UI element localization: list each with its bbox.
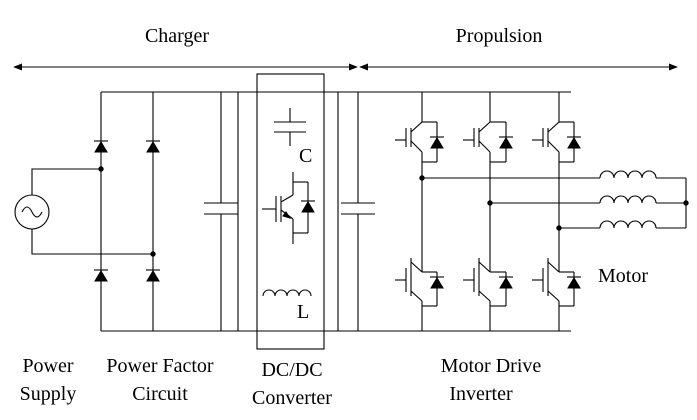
capacitor-symbol-label: C xyxy=(299,145,312,167)
power-factor-circuit-label-line1: Power Factor xyxy=(106,355,214,377)
charger-section-label: Charger xyxy=(145,25,209,47)
motor-label: Motor xyxy=(598,265,648,287)
dcdc-converter-block xyxy=(237,73,339,350)
motor-windings xyxy=(422,170,689,229)
dcdc-converter-label: DC/DC Converter xyxy=(252,359,332,409)
inverter-leg-b xyxy=(463,92,513,331)
dcdc-converter-label-line2: Converter xyxy=(252,387,332,409)
dc-bus xyxy=(101,91,571,332)
inverter-bus-taps xyxy=(422,91,559,332)
dc-link-capacitor-1 xyxy=(204,92,238,331)
inverter-leg-c xyxy=(532,92,581,331)
inductor-symbol-label: L xyxy=(297,301,309,323)
inverter-leg-a xyxy=(395,92,444,331)
propulsion-section-label: Propulsion xyxy=(456,25,543,47)
power-factor-circuit-label: Power Factor Circuit xyxy=(106,355,214,405)
motor-drive-inverter-label-line1: Motor Drive xyxy=(441,355,542,377)
power-supply-label-line1: Power xyxy=(22,355,73,377)
power-supply-label: Power Supply xyxy=(20,355,77,405)
power-factor-circuit-label-line2: Circuit xyxy=(132,383,188,405)
motor-drive-inverter-label: Motor Drive Inverter xyxy=(441,355,542,405)
ac-power-supply xyxy=(14,168,153,255)
dc-link-capacitor-2 xyxy=(341,92,375,331)
diode-bridge-rectifier xyxy=(94,92,160,331)
power-supply-label-line2: Supply xyxy=(20,383,77,405)
dcdc-converter-label-line1: DC/DC xyxy=(261,359,322,381)
motor-drive-inverter-label-line2: Inverter xyxy=(449,383,513,405)
